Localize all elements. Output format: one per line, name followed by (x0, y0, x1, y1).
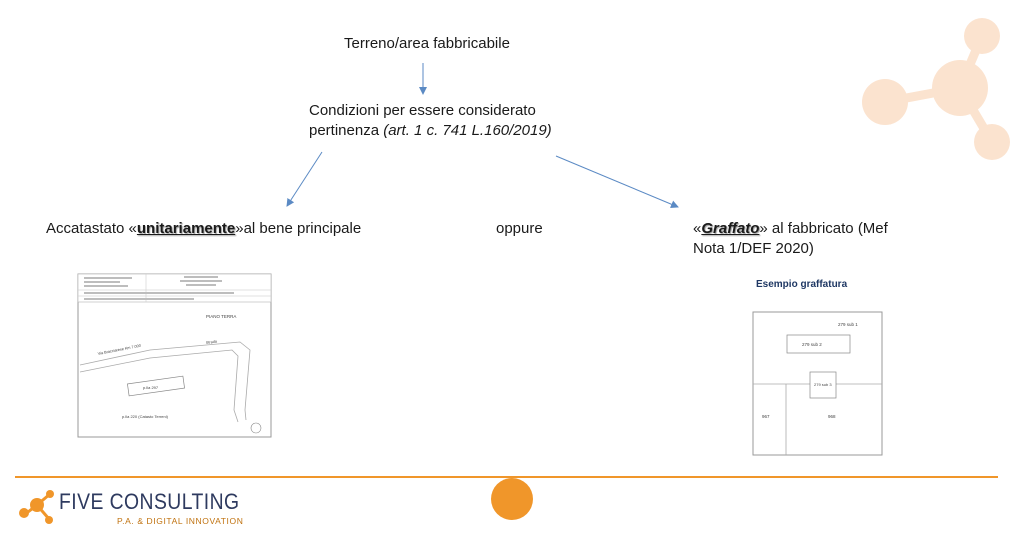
svg-text:p.lla 220 (Catasto Terreni): p.lla 220 (Catasto Terreni) (122, 414, 169, 419)
node-condizioni-line1: Condizioni per essere considerato (309, 102, 536, 119)
svg-text:968: 968 (828, 414, 836, 419)
svg-text:PIANO TERRA: PIANO TERRA (206, 314, 236, 319)
svg-text:279 sub 2: 279 sub 2 (802, 342, 822, 347)
node-oppure: oppure (496, 220, 543, 237)
node-left-before: Accatastato « (46, 220, 137, 237)
law-reference: (art. 1 c. 741 L.160/2019) (383, 122, 552, 139)
node-right-after: » al fabbricato (Mef (759, 220, 888, 237)
node-terreno: Terreno/area fabbricabile (344, 35, 510, 52)
node-left-emphasis: unitariamente (136, 220, 236, 237)
example-caption: Esempio graffatura (756, 279, 848, 290)
node-condizioni-line2: pertinenza (art. 1 c. 741 L.160/2019) (309, 121, 552, 141)
svg-text:279 sub 3: 279 sub 3 (814, 382, 832, 387)
arrow-middle-to-left (286, 151, 323, 207)
node-left-after: »al bene principale (235, 220, 362, 237)
svg-text:Strada: Strada (206, 339, 219, 345)
logo-tagline: P.A. & DIGITAL INNOVATION (117, 516, 244, 526)
footer-dot (491, 478, 533, 520)
node-right-emphasis: Graffato (701, 220, 760, 237)
node-condizioni-plain: pertinenza (309, 122, 384, 139)
arrow-middle-to-right (555, 155, 679, 208)
svg-text:p.lla 297: p.lla 297 (143, 385, 159, 390)
node-condizioni: Condizioni per essere considerato pertin… (309, 101, 552, 141)
logo-name: FIVE CONSULTING (59, 489, 240, 514)
node-graffato: «Graffato» al fabbricato (Mef Nota 1/DEF… (693, 219, 888, 259)
node-unitariamente: Accatastato «unitariamente»al bene princ… (46, 219, 361, 239)
node-right-line1: «Graffato» al fabbricato (Mef (693, 219, 888, 239)
svg-text:279 sub 1: 279 sub 1 (838, 322, 858, 327)
svg-text:967: 967 (762, 414, 770, 419)
node-right-before: « (693, 220, 702, 237)
node-right-line2: Nota 1/DEF 2020) (693, 240, 814, 257)
